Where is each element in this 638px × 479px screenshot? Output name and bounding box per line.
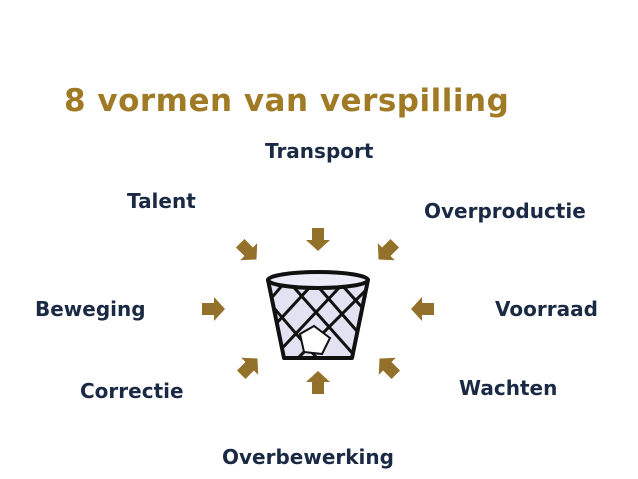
- arrow-down-left-icon: [377, 238, 400, 261]
- arrow-up-right-icon: [236, 357, 259, 380]
- arrow-up-icon: [306, 371, 330, 394]
- wastebasket-icon: [266, 270, 370, 360]
- arrow-down-icon: [306, 228, 330, 251]
- arrow-down-right-icon: [235, 238, 258, 261]
- label-correctie: Correctie: [80, 379, 184, 403]
- arrow-up-left-icon: [378, 357, 401, 380]
- slide-title: 8 vormen van verspilling: [64, 83, 510, 119]
- arrow-left-icon: [411, 297, 434, 321]
- label-wachten: Wachten: [459, 376, 558, 400]
- arrow-right-icon: [202, 297, 225, 321]
- label-overbewerking: Overbewerking: [222, 445, 394, 469]
- label-voorraad: Voorraad: [495, 297, 598, 321]
- label-overproductie: Overproductie: [424, 199, 586, 223]
- label-talent: Talent: [127, 189, 196, 213]
- label-beweging: Beweging: [35, 297, 146, 321]
- label-transport: Transport: [265, 139, 374, 163]
